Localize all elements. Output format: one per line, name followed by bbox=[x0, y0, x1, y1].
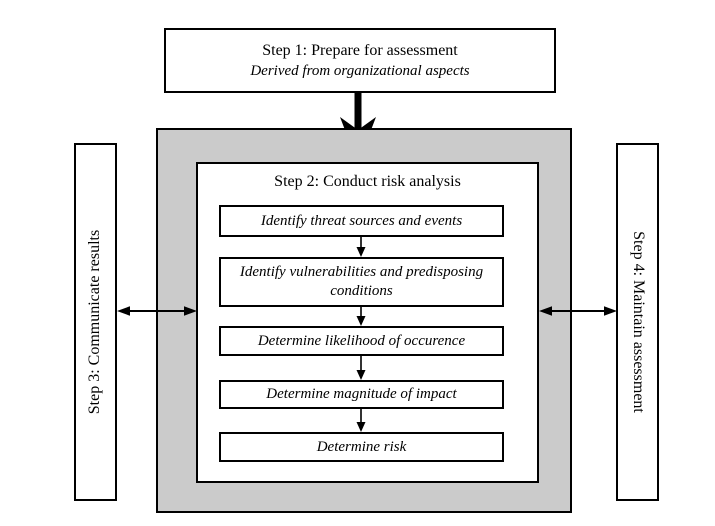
right-double-arrow-icon bbox=[539, 306, 617, 316]
down-arrow-icon bbox=[356, 307, 366, 326]
task-label: Determine risk bbox=[316, 438, 407, 455]
task-label: Determine likelihood of occurence bbox=[257, 332, 466, 349]
step3-label: Step 3: Communicate results bbox=[86, 229, 104, 415]
task-box-identify-threats: Identify threat sources and events bbox=[219, 205, 504, 237]
flow-box-step3: Step 3: Communicate results bbox=[74, 143, 117, 501]
step1-subtitle: Derived from organizational aspects bbox=[250, 62, 470, 79]
step1-title: Step 1: Prepare for assessment bbox=[262, 41, 458, 59]
task-box-determine-likelihood: Determine likelihood of occurence bbox=[219, 326, 504, 356]
task-label: Identify threat sources and events bbox=[260, 212, 463, 229]
flow-box-step1: Step 1: Prepare for assessment Derived f… bbox=[164, 28, 556, 93]
flow-box-step4: Step 4: Maintain assessment bbox=[616, 143, 659, 501]
task-box-determine-risk: Determine risk bbox=[219, 432, 504, 462]
task-box-determine-magnitude: Determine magnitude of impact bbox=[219, 380, 504, 409]
down-arrow-icon bbox=[356, 237, 366, 257]
down-arrow-icon bbox=[356, 356, 366, 380]
task-label: Determine magnitude of impact bbox=[266, 386, 457, 403]
step4-label: Step 4: Maintain assessment bbox=[629, 231, 647, 413]
step2-title: Step 2: Conduct risk analysis bbox=[274, 173, 461, 190]
task-box-identify-vulnerabilities: Identify vulnerabilities and predisposin… bbox=[219, 257, 504, 307]
down-arrow-icon bbox=[356, 409, 366, 432]
left-double-arrow-icon bbox=[117, 306, 197, 316]
task-label: Identify vulnerabilities and predisposin… bbox=[239, 264, 484, 299]
